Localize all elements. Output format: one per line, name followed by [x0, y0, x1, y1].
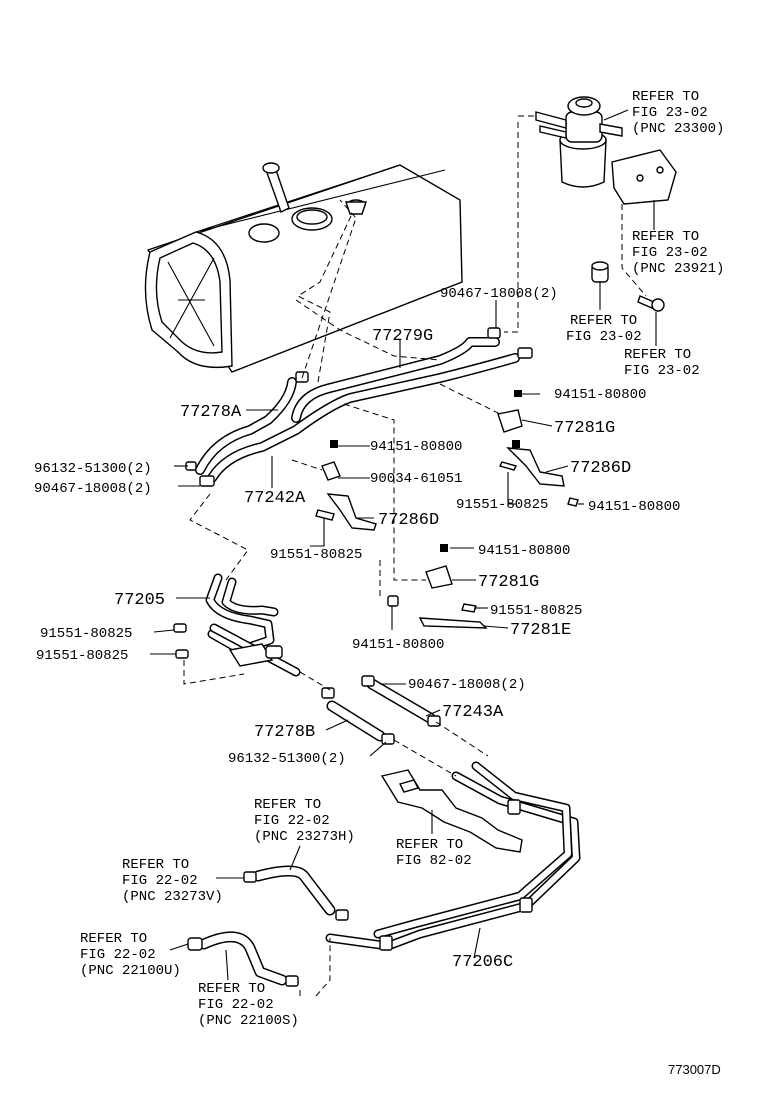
bracket-77281e [387, 595, 488, 629]
part-77243a: 77243A [442, 703, 504, 722]
refer-23273h-line2: FIG 22-02 [254, 813, 330, 829]
refer-8202-label: REFER TO FIG 82-02 [396, 837, 472, 869]
part-91551-d: 91551-80825 [40, 626, 132, 642]
bracket-77286d-mid [315, 440, 377, 531]
refer-2302-b-label: REFER TO FIG 23-02 [624, 347, 700, 379]
clip-77281g-upper [497, 390, 523, 433]
refer-23921-label: REFER TO FIG 23-02 (PNC 23921) [632, 229, 724, 277]
refer-23921-line1: REFER TO [632, 229, 699, 245]
part-90467-mid: 90467-18008(2) [408, 677, 526, 693]
hose-77278a [195, 377, 297, 475]
part-91551-a: 91551-80825 [456, 497, 548, 513]
refer-23921-line3: (PNC 23921) [632, 261, 724, 277]
part-96132-mid: 96132-51300(2) [228, 751, 346, 767]
pipe-77279g [291, 337, 500, 423]
part-77279g: 77279G [372, 327, 433, 346]
refer-23300-line3: (PNC 23300) [632, 121, 724, 137]
refer-23273v-line2: FIG 22-02 [122, 873, 198, 889]
pump-bracket [611, 149, 677, 205]
tube-77206c [325, 761, 581, 951]
refer-22100s-line1: REFER TO [198, 981, 265, 997]
refer-23273h-label: REFER TO FIG 22-02 (PNC 23273H) [254, 797, 355, 845]
bracket-8202 [380, 769, 523, 853]
part-94151-d: 94151-80800 [478, 543, 570, 559]
refer-23273v-label: REFER TO FIG 22-02 (PNC 23273V) [122, 857, 223, 905]
hose-77278b [321, 687, 395, 745]
refer-23921-line2: FIG 23-02 [632, 245, 708, 261]
part-94151-e: 94151-80800 [352, 637, 444, 653]
dashed-reference-lines [183, 115, 647, 997]
part-96132-left: 96132-51300(2) [34, 461, 152, 477]
refer-23273h-line3: (PNC 23273H) [254, 829, 355, 845]
part-77278b: 77278B [254, 723, 315, 742]
refer-2302-a-line1: REFER TO [570, 313, 637, 329]
hose-23273h [243, 865, 349, 921]
part-91551-b: 91551-80825 [270, 547, 362, 563]
part-94151-b: 94151-80800 [370, 439, 462, 455]
figure-id: 773007D [668, 1062, 721, 1077]
refer-22100s-line3: (PNC 22100S) [198, 1013, 299, 1029]
refer-22100s-label: REFER TO FIG 22-02 (PNC 22100S) [198, 981, 299, 1029]
refer-22100u-label: REFER TO FIG 22-02 (PNC 22100U) [80, 931, 181, 979]
refer-23300-line1: REFER TO [632, 89, 699, 105]
part-94151-c: 94151-80800 [588, 499, 680, 515]
refer-2302-a-label: REFER TO FIG 23-02 [566, 313, 642, 345]
part-90034: 90034-61051 [370, 471, 462, 487]
refer-23273v-line1: REFER TO [122, 857, 189, 873]
part-90467-top: 90467-18008(2) [440, 286, 558, 302]
refer-22100u-line3: (PNC 22100U) [80, 963, 181, 979]
tube-assembly-77205 [173, 573, 301, 677]
part-90467-left: 90467-18008(2) [34, 481, 152, 497]
refer-23300-label: REFER TO FIG 23-02 (PNC 23300) [632, 89, 724, 137]
clip-77281g-lower [425, 544, 453, 589]
bracket-77286d-right [498, 440, 579, 507]
hose-77243a [361, 675, 441, 727]
refer-8202-line2: FIG 82-02 [396, 853, 472, 869]
refer-23300-line2: FIG 23-02 [632, 105, 708, 121]
part-77286d-right: 77286D [570, 459, 631, 478]
refer-22100u-line1: REFER TO [80, 931, 147, 947]
fuel-pump-assembly [535, 96, 623, 188]
part-77278a: 77278A [180, 403, 242, 422]
refer-23273h-line1: REFER TO [254, 797, 321, 813]
grommet-part [591, 261, 609, 283]
part-77281e: 77281E [510, 621, 571, 640]
part-77286d-mid: 77286D [378, 511, 439, 530]
refer-22100s-line2: FIG 22-02 [198, 997, 274, 1013]
part-94151-a: 94151-80800 [554, 387, 646, 403]
hose-22100u [187, 931, 299, 987]
refer-2302-a-line2: FIG 23-02 [566, 329, 642, 345]
fuel-tank-drawing [144, 162, 463, 373]
pipe-77242a [207, 353, 520, 483]
leader-lines [150, 109, 657, 981]
part-77281g-a: 77281G [554, 419, 615, 438]
part-77281g-b: 77281G [478, 573, 539, 592]
clamps-upper [185, 327, 533, 487]
part-77242a: 77242A [244, 489, 306, 508]
refer-2302-b-line2: FIG 23-02 [624, 363, 700, 379]
part-77206c: 77206C [452, 953, 513, 972]
refer-8202-line1: REFER TO [396, 837, 463, 853]
part-77205: 77205 [114, 591, 165, 610]
part-91551-e: 91551-80825 [36, 648, 128, 664]
refer-23273v-line3: (PNC 23273V) [122, 889, 223, 905]
refer-2302-b-line1: REFER TO [624, 347, 691, 363]
part-91551-c: 91551-80825 [490, 603, 582, 619]
bolt-part-top [637, 295, 665, 312]
refer-22100u-line2: FIG 22-02 [80, 947, 156, 963]
